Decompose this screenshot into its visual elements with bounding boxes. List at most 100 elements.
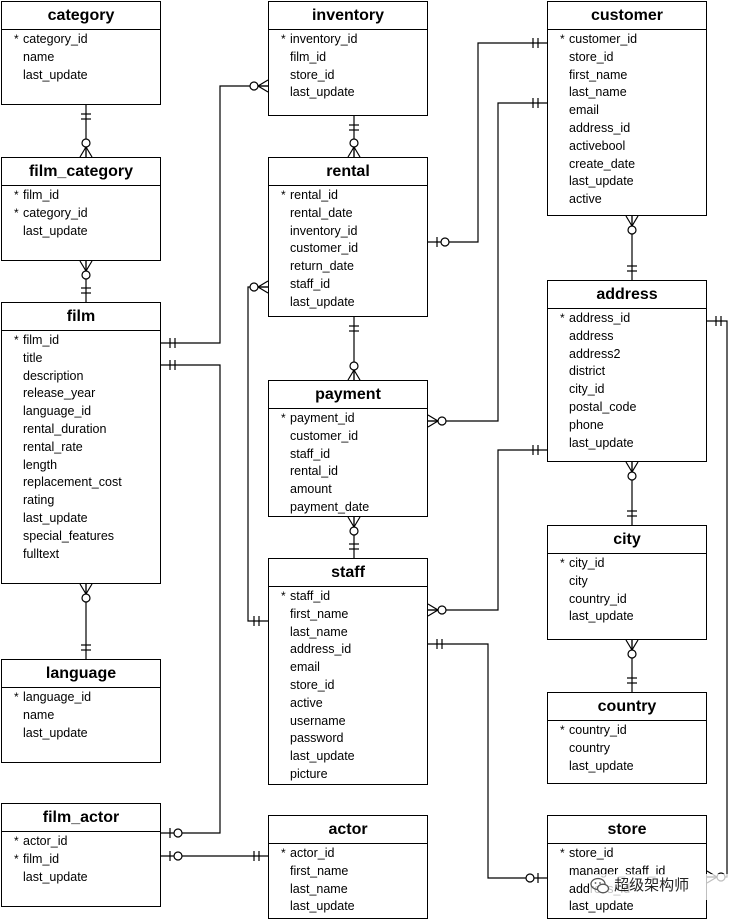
field-name: address_id: [569, 120, 631, 135]
primary-key-marker: *: [560, 846, 565, 860]
field-row: last_update: [269, 898, 427, 916]
crows-foot: [427, 609, 439, 617]
optional-circle: [437, 416, 447, 426]
field-name: country: [569, 740, 610, 755]
field-row: first_name: [269, 863, 427, 881]
watermark-text: 超级架构师: [614, 877, 690, 894]
field-row: city: [548, 573, 706, 591]
field-name: district: [569, 364, 606, 379]
field-row: country_id: [548, 591, 706, 609]
field-row: *address_id: [548, 310, 706, 328]
field-row: rental_duration: [2, 421, 160, 439]
field-name: store_id: [569, 846, 614, 860]
field-name: last_name: [290, 624, 348, 639]
field-name: city_id: [569, 556, 605, 570]
field-row: * store_id: [548, 845, 706, 863]
primary-key-marker: *: [560, 556, 565, 570]
field-name: fulltext: [23, 546, 60, 561]
field-name: city_id: [569, 382, 605, 397]
field-name: last_update: [23, 869, 88, 884]
field-name: address2: [569, 346, 621, 361]
field-name: actor_id: [23, 834, 68, 848]
crows-foot: [625, 215, 633, 227]
field-row: store_id: [548, 49, 706, 67]
field-name: staff_id: [290, 446, 331, 461]
primary-key-marker: *: [560, 723, 565, 737]
primary-key-marker: *: [14, 205, 19, 220]
field-name: city: [569, 573, 588, 588]
entity-title: payment: [269, 381, 427, 409]
optional-circle: [249, 81, 259, 91]
field-row: district: [548, 363, 706, 381]
field-name: release_year: [23, 386, 96, 401]
field-name: film_id: [23, 851, 60, 866]
field-row: address_id: [548, 120, 706, 138]
field-name: description: [23, 368, 84, 383]
field-row: *film_id: [2, 332, 160, 350]
crows-foot: [257, 79, 269, 87]
field-row: address2: [548, 346, 706, 364]
field-row: payment_date: [269, 499, 427, 517]
field-row: customer_id: [269, 428, 427, 446]
field-row: first_name: [548, 67, 706, 85]
field-row: *actor_id: [2, 833, 160, 851]
field-row: city_id: [548, 381, 706, 399]
crows-foot: [85, 146, 93, 158]
field-name: last_update: [290, 85, 355, 100]
wechat-icon: [590, 877, 610, 894]
crows-foot: [625, 461, 633, 473]
primary-key-marker: *: [560, 311, 565, 325]
field-row: last_update: [548, 898, 706, 916]
field-name: film_id: [23, 333, 60, 347]
field-name: last_update: [23, 67, 88, 82]
field-name: username: [290, 713, 346, 728]
field-name: inventory_id: [290, 32, 358, 46]
field-row: staff_id: [269, 276, 427, 294]
field-row: last_update: [548, 608, 706, 626]
field-name: category_id: [23, 32, 88, 46]
field-name: customer_id: [569, 32, 638, 46]
field-row: last_update: [548, 435, 706, 453]
field-name: country_id: [569, 723, 627, 737]
field-name: store_id: [290, 677, 335, 692]
field-row: amount: [269, 481, 427, 499]
crows-foot: [631, 639, 639, 651]
relationship-line: [707, 320, 728, 878]
field-name: inventory_id: [290, 223, 358, 238]
field-name: length: [23, 457, 58, 472]
optional-circle: [627, 471, 637, 481]
primary-key-marker: *: [281, 188, 286, 202]
field-row: name: [2, 49, 160, 67]
crows-foot: [79, 583, 87, 595]
crows-foot: [631, 461, 639, 473]
relationship-line: [247, 286, 268, 622]
field-row: password: [269, 730, 427, 748]
optional-circle: [81, 138, 91, 148]
optional-circle: [437, 605, 447, 615]
field-row: language_id: [2, 403, 160, 421]
optional-circle: [81, 270, 91, 280]
primary-key-marker: *: [281, 846, 286, 860]
field-name: email: [290, 660, 320, 675]
entity-title: customer: [548, 2, 706, 30]
field-name: title: [23, 350, 43, 365]
field-name: last_update: [569, 174, 634, 189]
field-name: name: [23, 707, 55, 722]
primary-key-marker: *: [560, 32, 565, 46]
field-row: film_id: [269, 49, 427, 67]
field-name: picture: [290, 766, 328, 781]
entity-title: staff: [269, 559, 427, 587]
field-row: description: [2, 368, 160, 386]
crows-foot: [85, 583, 93, 595]
entity-title: film_category: [2, 158, 160, 186]
